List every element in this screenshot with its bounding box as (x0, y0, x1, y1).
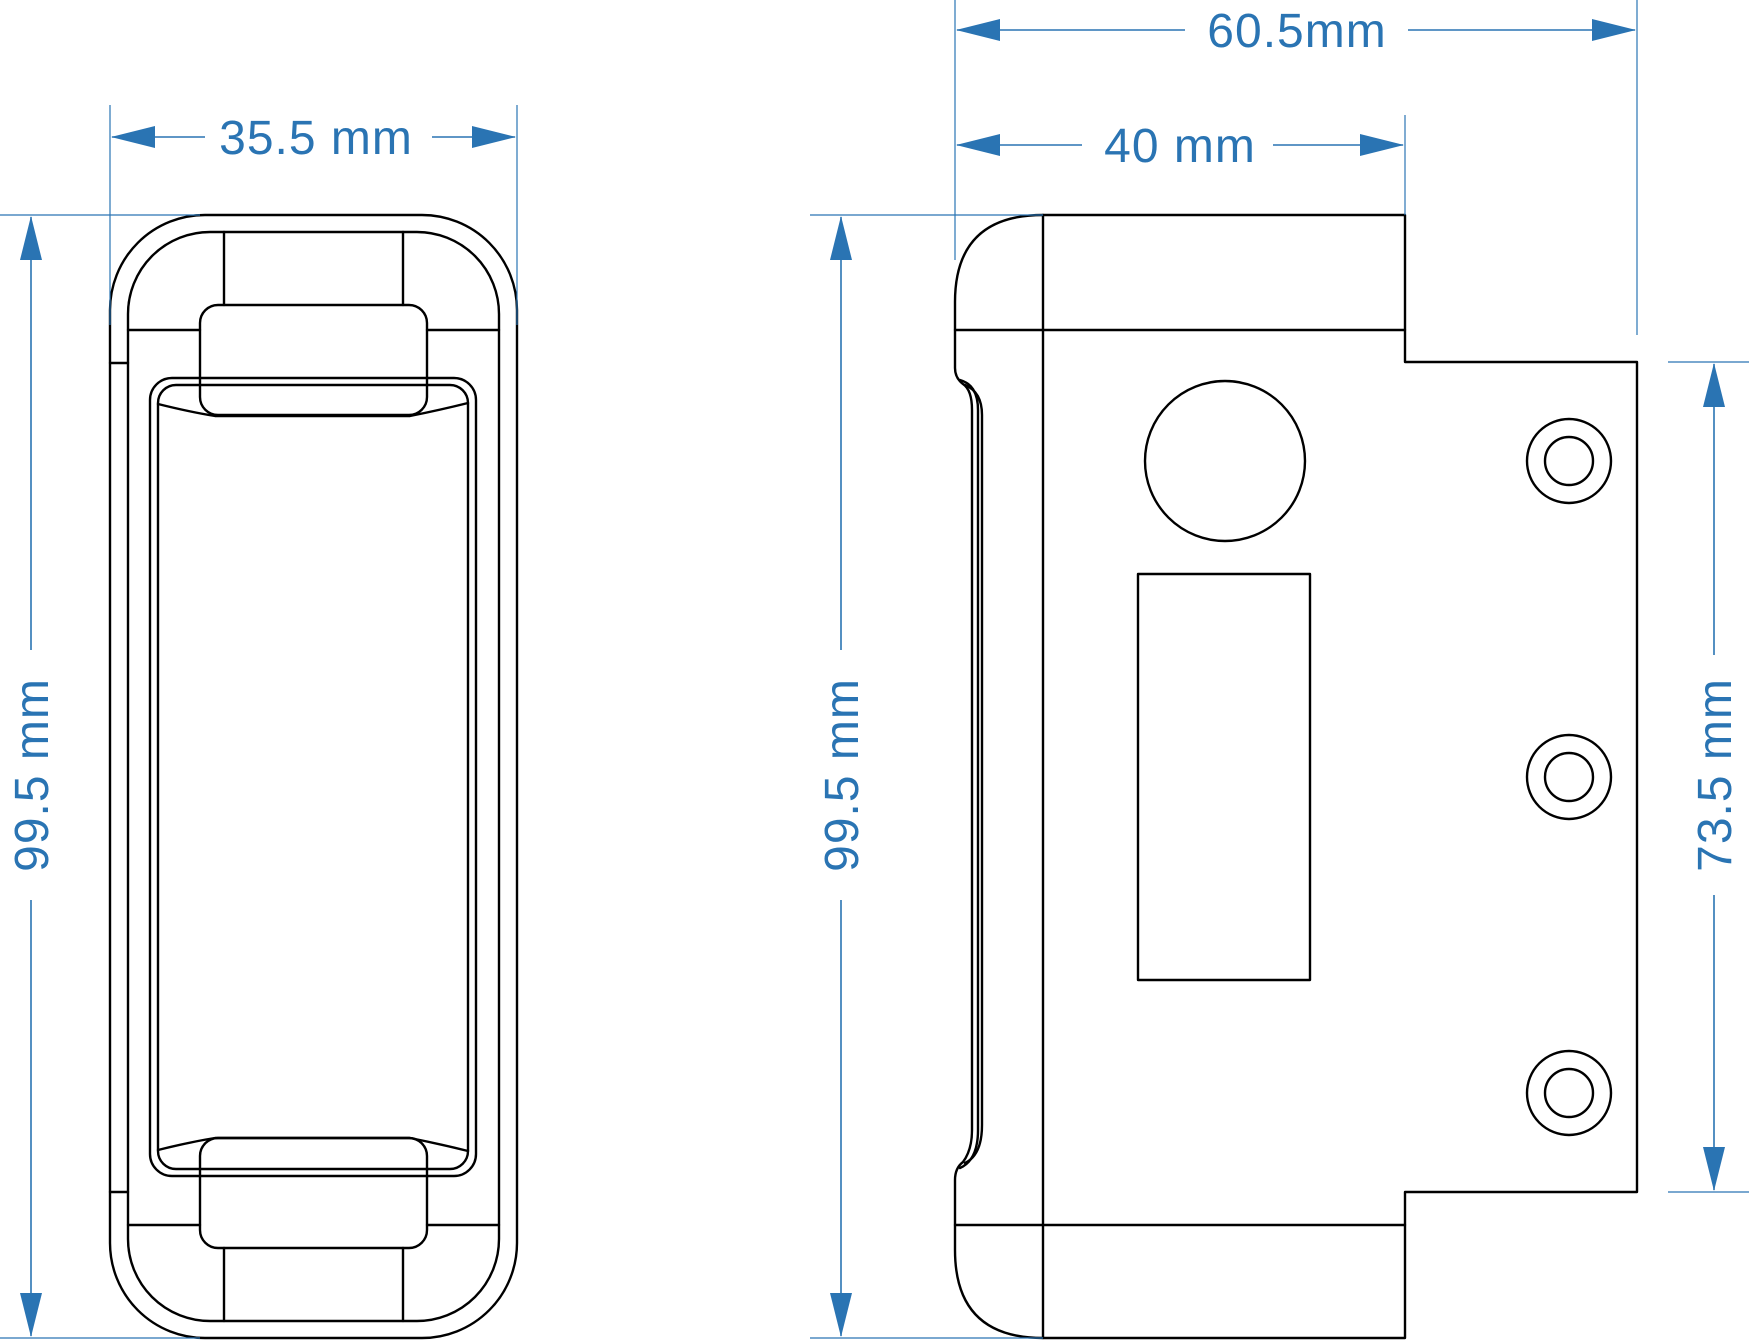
front-view: 35.5 mm 99.5 mm (0, 105, 519, 1340)
side-height-label: 99.5 mm (816, 678, 869, 872)
arrowhead (830, 1293, 852, 1337)
side-flange-height-dimension: 73.5 mm (1668, 361, 1749, 1193)
front-height-dimension: 99.5 mm (0, 214, 200, 1339)
side-height-dimension: 99.5 mm (810, 214, 1043, 1339)
side-view-outline (953, 213, 1639, 1340)
arrowhead (1592, 19, 1636, 41)
arrowhead (20, 216, 42, 260)
arrowhead (472, 126, 516, 148)
arrowhead (111, 126, 155, 148)
side-body-width-label: 40 mm (1104, 120, 1256, 173)
mounting-hole (1525, 417, 1613, 505)
front-width-dimension: 35.5 mm (109, 105, 518, 325)
arrowhead (1703, 363, 1725, 407)
arrowhead (956, 19, 1000, 41)
arrowhead (1703, 1147, 1725, 1191)
arrowhead (20, 1293, 42, 1337)
arrowhead (830, 216, 852, 260)
side-body-width-dimension: 40 mm (956, 115, 1406, 215)
front-width-label: 35.5 mm (219, 112, 413, 165)
side-overall-width-dimension: 60.5mm (954, 0, 1638, 335)
arrowhead (1360, 134, 1404, 156)
side-view: 60.5mm 40 mm 99.5 mm 73.5 mm (810, 0, 1749, 1340)
side-overall-width-label: 60.5mm (1207, 5, 1386, 58)
mounting-hole (1525, 1049, 1613, 1137)
arrowhead (956, 134, 1000, 156)
front-view-outline (108, 213, 519, 1340)
mounting-hole (1525, 733, 1613, 821)
front-height-label: 99.5 mm (6, 678, 59, 872)
side-flange-height-label: 73.5 mm (1689, 678, 1742, 872)
